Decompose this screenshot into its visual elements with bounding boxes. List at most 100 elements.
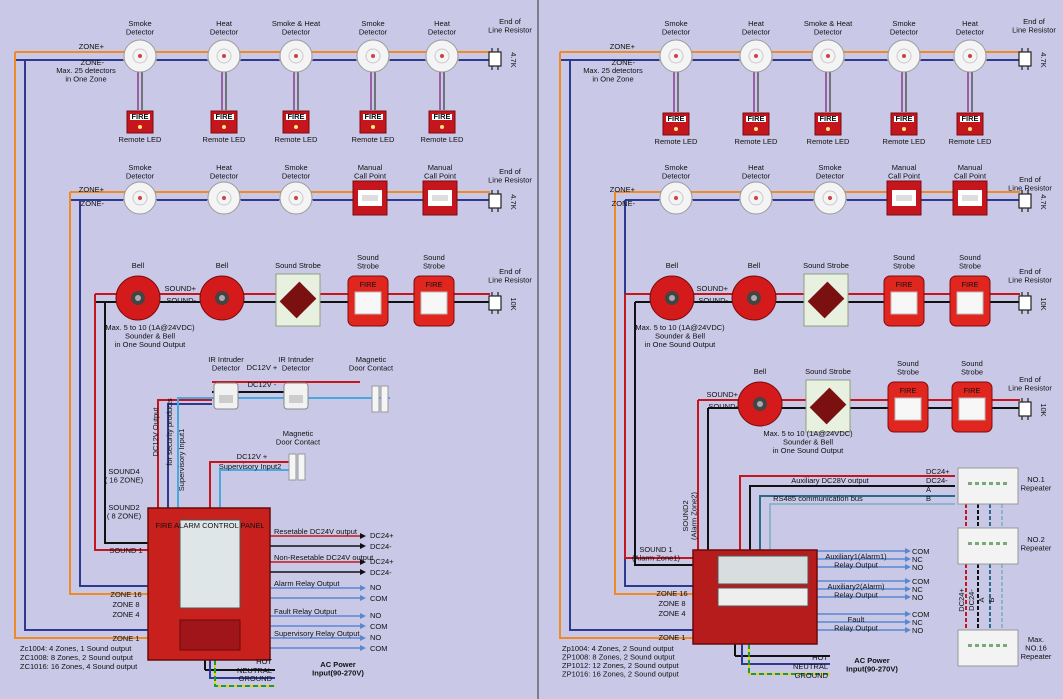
door-contact-label-line: Magnetic	[356, 355, 387, 364]
device-label-line: Detector	[210, 172, 239, 181]
remote-led-icon-lamp	[294, 125, 298, 129]
repeater-label-line: Repeater	[1021, 484, 1052, 493]
device-label-line: Detector	[282, 172, 311, 181]
remote-led-icon-lamp	[902, 127, 906, 131]
sound-strobe-icon-lens	[809, 387, 847, 425]
sound-strobe-icon-word: FIRE	[899, 386, 916, 395]
remote-led-icon-plate	[286, 114, 306, 120]
repeater-icon-led	[989, 644, 993, 647]
model-note: Zc1004: 4 Zones, 1 Sound output	[20, 644, 132, 653]
door-contact-label-line: Magnetic	[283, 429, 314, 438]
ground-wire	[748, 644, 830, 675]
dc12v-plus-label-line: DC12V +	[237, 452, 268, 461]
sound-minus-label: SOUND-	[166, 296, 196, 305]
repeater-icon-led	[996, 644, 1000, 647]
detector-icon-ring	[288, 190, 304, 206]
sound1-label: SOUND 1	[109, 546, 142, 555]
sound-strobe-icon-lens	[958, 397, 986, 421]
detector-icon-ring	[962, 48, 978, 64]
zone8-label-line: ZONE 8	[112, 600, 139, 609]
device-label-line: Detector	[816, 172, 845, 181]
sound1-label-line: SOUND 1	[109, 546, 142, 555]
zone-plus-label: ZONE+	[610, 185, 636, 194]
remote-led-icon-word: FIRE	[961, 114, 978, 123]
sound1-wire	[624, 294, 693, 559]
end-of-line-resistor-icon	[488, 51, 502, 67]
eol-label-line: Line Resistor	[488, 276, 532, 285]
terminal-label: DC24-	[370, 542, 392, 551]
detector-icon-led	[828, 196, 832, 200]
zone-minus-label: ZONE-	[81, 58, 105, 67]
zone-minus-label-line: ZONE-	[612, 199, 636, 208]
sound1-label: SOUND 1(Alarm Zone1)	[632, 545, 680, 563]
remote-led-icon-lamp	[826, 127, 830, 131]
zone4-label-line: ZONE 4	[112, 610, 139, 619]
max-sounders-note-line: Sounder & Bell	[783, 438, 833, 447]
model-note: ZC1016: 16 Zones, 4 Sound output	[20, 662, 138, 671]
device-label: Sound Strobe	[805, 367, 851, 376]
terminal-label-line: NC	[912, 585, 923, 594]
remote-led-icon-word: FIRE	[747, 114, 764, 123]
max-sounders-note-line: Max. 5 to 10 (1A@24VDC)	[763, 429, 853, 438]
ac-power-label-line: Input(90-270V)	[846, 665, 898, 674]
zone-minus-label-line: ZONE-	[81, 199, 105, 208]
sound-plus-label: SOUND+	[165, 284, 197, 293]
supervisory-input1-label-line: Supervisory Input1	[177, 429, 186, 492]
max-detectors-note-line: Max. 25 detectors	[56, 66, 116, 75]
zone1-label-line: ZONE 1	[112, 634, 139, 643]
terminal-label: NO	[370, 633, 381, 642]
neutral-label-line: NEUTRAL	[793, 662, 828, 671]
bus-terminal-label: DC24-	[926, 476, 948, 485]
sound-strobe-icon-lens	[279, 281, 317, 319]
sound-minus-label: SOUND-	[708, 402, 738, 411]
output-label: Fault Relay Output	[274, 607, 337, 616]
max-detectors-note-line: Max. 25 detectors	[583, 66, 643, 75]
remote-led-icon-word: FIRE	[364, 112, 381, 121]
remote-led-icon-plate	[746, 116, 766, 122]
arrow-icon	[905, 611, 911, 617]
detector-icon-ring	[216, 190, 232, 206]
rs485-a-bus	[759, 495, 955, 550]
eol-label-line: End of	[499, 167, 522, 176]
detector-icon-led	[674, 196, 678, 200]
detector-icon-led	[826, 54, 830, 58]
bus-terminal-label-line: A	[926, 485, 931, 494]
relay-output-label-line: Relay Output	[834, 624, 879, 633]
magnetic-door-contact-icon	[371, 385, 380, 413]
device-label-line: Manual	[892, 163, 917, 172]
device-label-line: Detector	[210, 28, 239, 37]
security-products-label: for security products	[165, 398, 174, 466]
remote-led-icon-lamp	[440, 125, 444, 129]
zone16-wire	[614, 192, 693, 595]
terminal-label-line: DC24-	[370, 568, 392, 577]
repeater-icon-led	[1003, 482, 1007, 485]
sound2-label: SOUND2(Alarm Zone2)	[681, 492, 699, 540]
wires	[14, 51, 1020, 687]
sound-strobe-icon-lens	[807, 281, 845, 319]
eol-label-line: Line Resistor	[488, 176, 532, 185]
security-products-label-line: for security products	[165, 398, 174, 466]
relay-output-label: Auxiliary2(Alarm)Relay Output	[827, 582, 885, 600]
device-label-line: Sound Strobe	[805, 367, 851, 376]
sound-strobe-icon-lens	[894, 397, 922, 421]
device-label-line: Sound Strobe	[275, 261, 321, 270]
detector-icon-led	[294, 54, 298, 58]
resistor-value-line: 10K	[509, 297, 518, 310]
manual-call-point-icon-lever	[362, 195, 378, 201]
terminal-label-line: NO	[912, 563, 923, 572]
device-label: Sound Strobe	[803, 261, 849, 270]
detector-icon-led	[222, 54, 226, 58]
